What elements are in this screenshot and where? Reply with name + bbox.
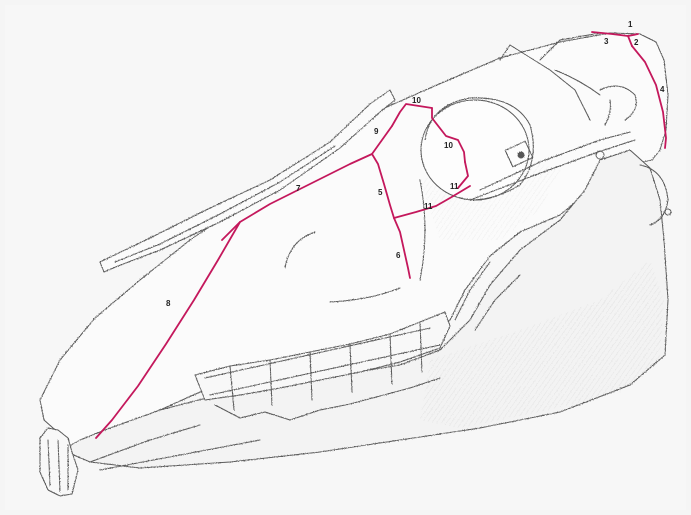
label-10-top: 10: [412, 96, 421, 105]
label-1: 1: [628, 20, 633, 29]
label-3: 3: [604, 37, 609, 46]
label-8: 8: [166, 299, 171, 308]
label-9: 9: [374, 127, 379, 136]
label-10-orbit: 10: [444, 141, 453, 150]
label-2: 2: [634, 38, 639, 47]
label-7: 7: [296, 184, 301, 193]
label-11-orbit: 11: [450, 182, 459, 191]
label-4: 4: [660, 85, 665, 94]
label-11-lower: 11: [424, 202, 433, 211]
label-5: 5: [378, 188, 383, 197]
label-6: 6: [396, 251, 401, 260]
